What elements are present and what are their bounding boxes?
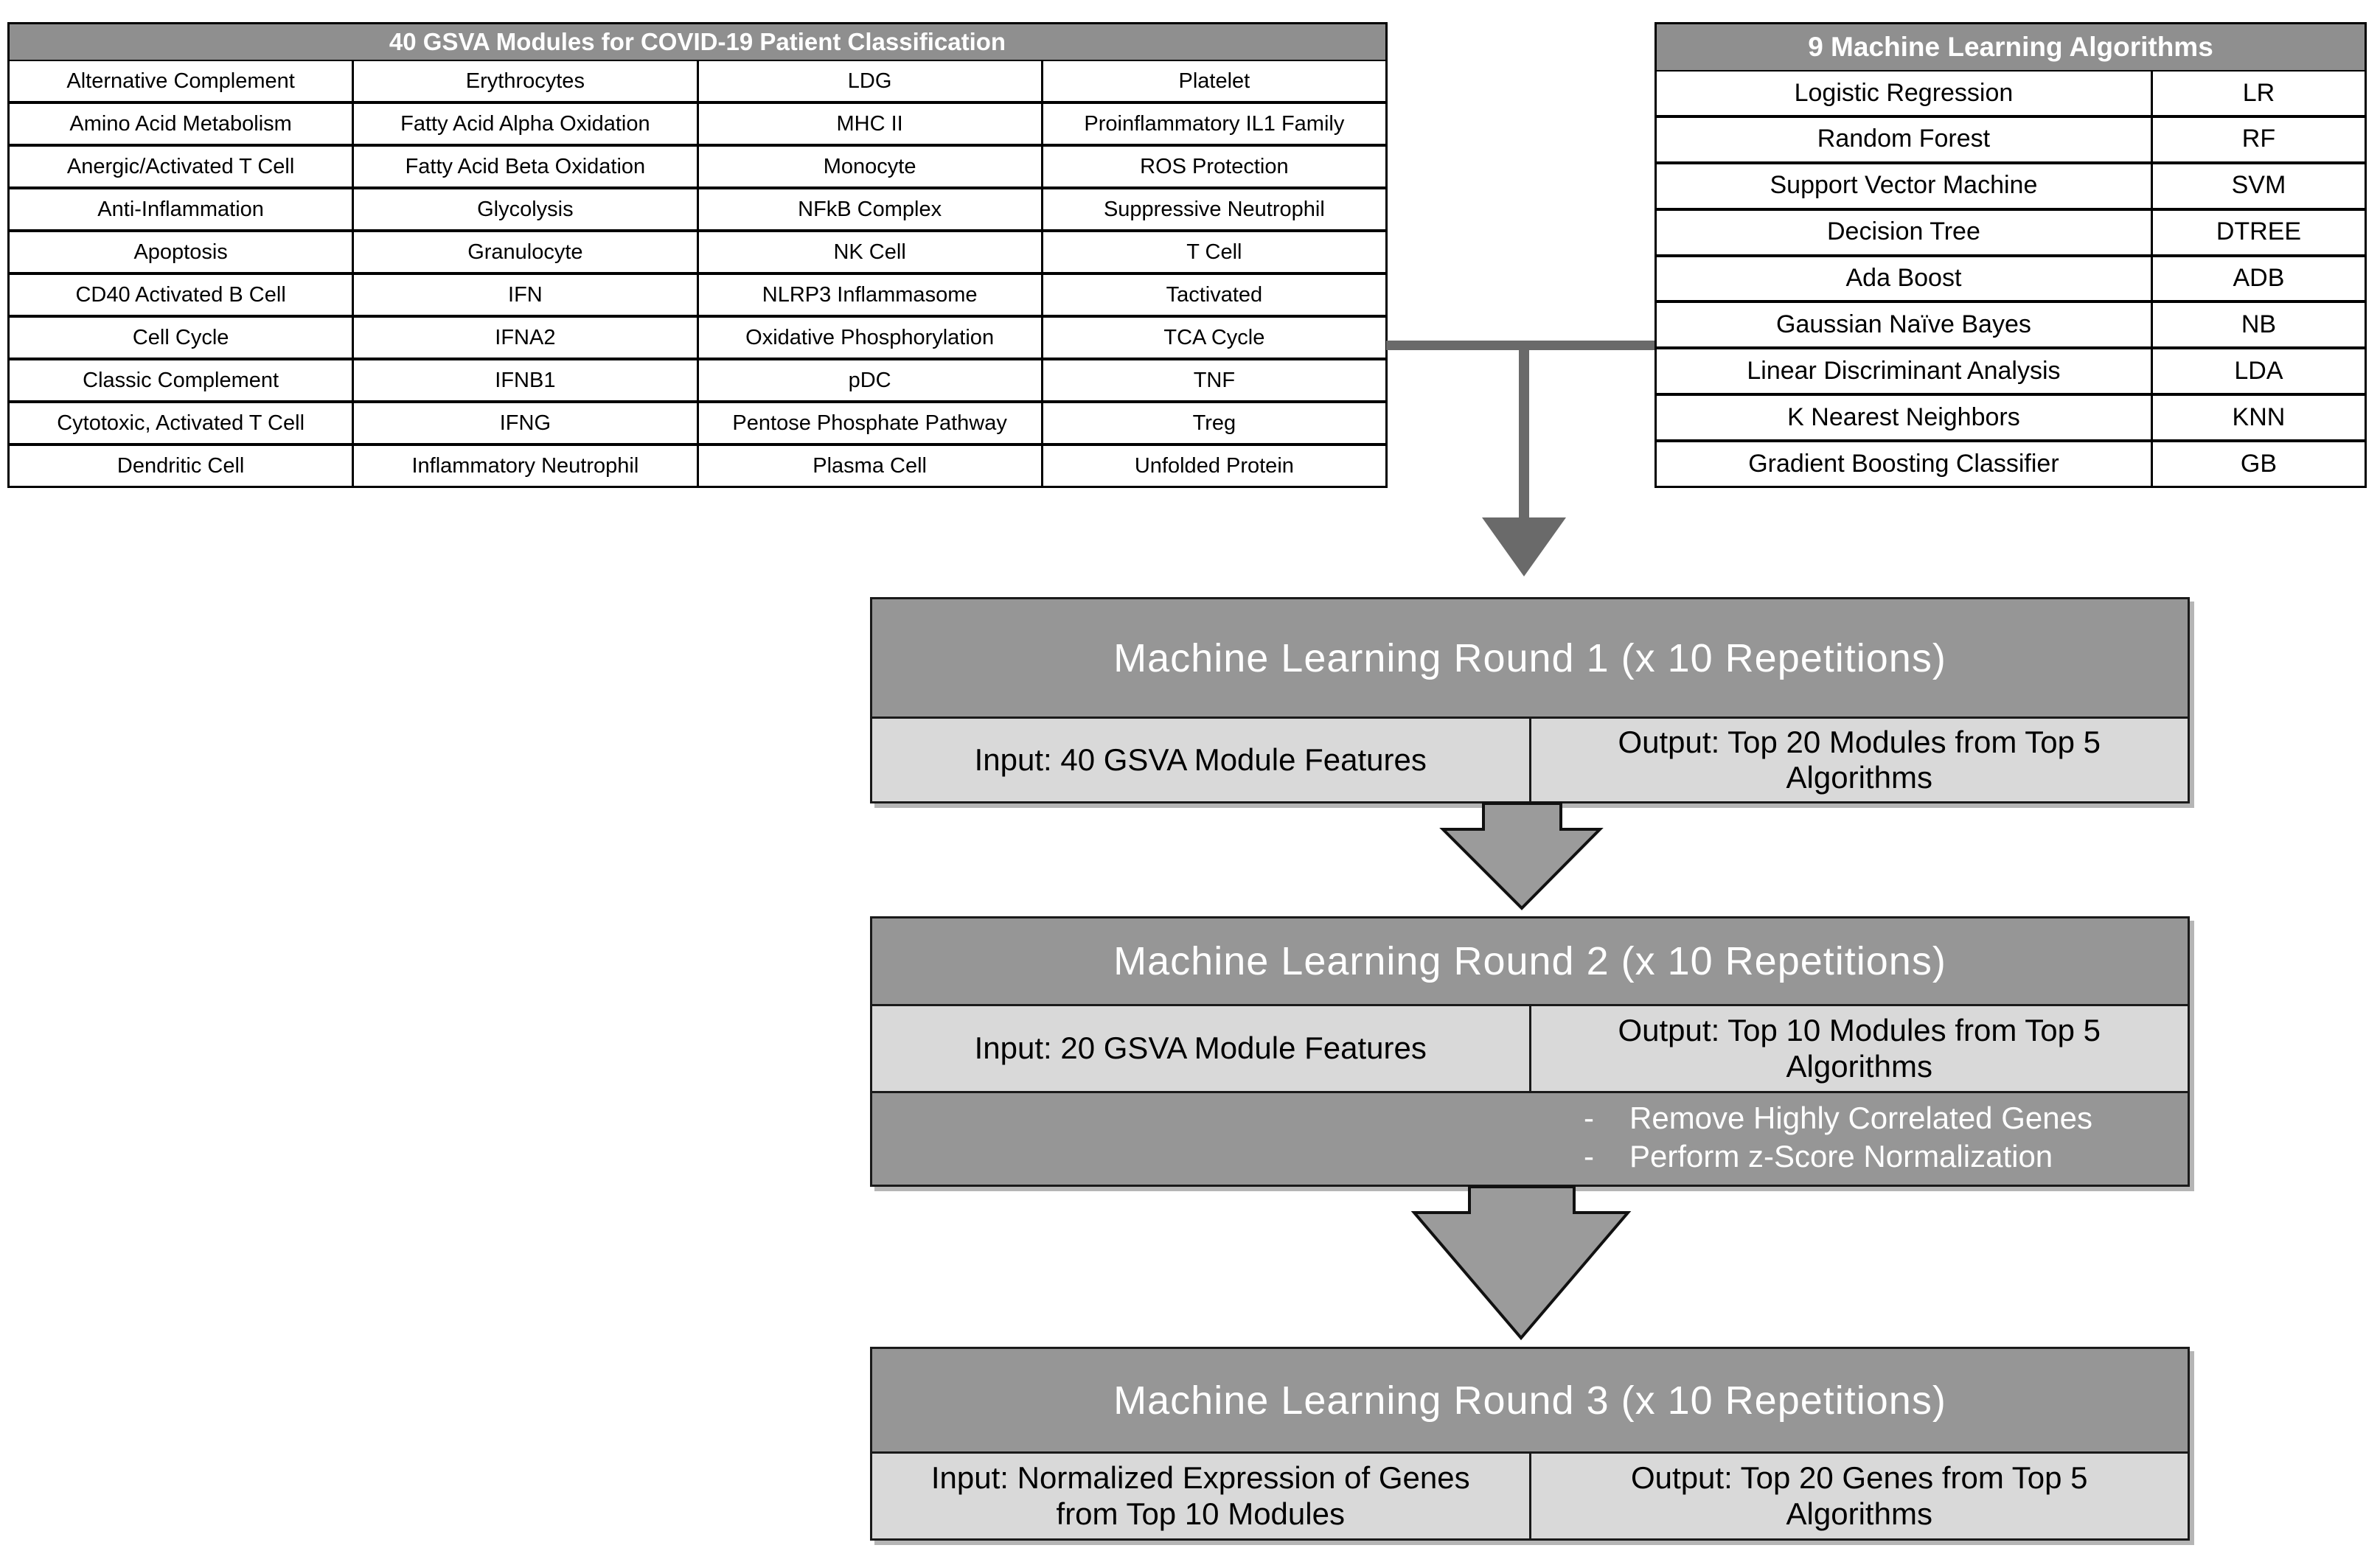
ml-round-1-output-cell: Output: Top 20 Modules from Top 5 Algori… [1531, 719, 2188, 801]
ml-round-3-box: Machine Learning Round 3 (x 10 Repetitio… [870, 1347, 2190, 1541]
gsva-module-cell: Tactivated [1043, 275, 1385, 315]
gsva-module-cell: Cytotoxic, Activated T Cell [10, 403, 352, 443]
ml-round-2-notes: - Remove Highly Correlated Genes - Perfo… [872, 1091, 2188, 1185]
ml-round-1-output-text: Output: Top 20 Modules from Top 5 Algori… [1618, 724, 2101, 795]
gsva-module-cell: Platelet [1043, 61, 1385, 101]
gsva-module-cell: Inflammatory Neutrophil [354, 446, 697, 486]
gsva-module-cell: IFNA2 [354, 318, 697, 358]
ml-round-1-title: Machine Learning Round 1 (x 10 Repetitio… [1113, 635, 1946, 680]
note-text: Remove Highly Correlated Genes [1629, 1101, 2092, 1135]
ml-round-1-input-cell: Input: 40 GSVA Module Features [872, 719, 1531, 801]
gsva-module-cell: IFNG [354, 403, 697, 443]
ml-table-title: 9 Machine Learning Algorithms [1657, 24, 2365, 72]
ml-round-3-output-cell: Output: Top 20 Genes from Top 5 Algorith… [1531, 1454, 2188, 1538]
gsva-module-cell: CD40 Activated B Cell [10, 275, 352, 315]
gsva-module-cell: NFkB Complex [698, 189, 1041, 229]
gsva-module-cell: TNF [1043, 360, 1385, 400]
gsva-module-cell: TCA Cycle [1043, 318, 1385, 358]
gsva-table-title: 40 GSVA Modules for COVID-19 Patient Cla… [10, 24, 1385, 61]
gsva-module-cell: Alternative Complement [10, 61, 352, 101]
bullet-dash: - [1584, 1139, 1594, 1174]
ml-algorithm-abbr-cell: SVM [2152, 164, 2365, 208]
ml-algorithm-abbr-cell: NB [2152, 303, 2365, 347]
ml-round-2-box: Machine Learning Round 2 (x 10 Repetitio… [870, 916, 2190, 1187]
gsva-module-cell: Glycolysis [354, 189, 697, 229]
gsva-module-cell: IFNB1 [354, 360, 697, 400]
ml-algorithm-name-cell: Linear Discriminant Analysis [1657, 349, 2151, 394]
ml-round-3-header: Machine Learning Round 3 (x 10 Repetitio… [872, 1349, 2188, 1454]
gsva-module-cell: Monocyte [698, 147, 1041, 186]
gsva-module-cell: Anti-Inflammation [10, 189, 352, 229]
ml-algorithm-name-cell: K Nearest Neighbors [1657, 396, 2151, 440]
ml-algorithms-table: 9 Machine Learning Algorithms Logistic R… [1654, 22, 2367, 488]
ml-round-2-title: Machine Learning Round 2 (x 10 Repetitio… [1113, 939, 1946, 983]
ml-round-1-input-text: Input: 40 GSVA Module Features [974, 742, 1427, 777]
gsva-module-cell: Proinflammatory IL1 Family [1043, 104, 1385, 144]
gsva-module-cell: Classic Complement [10, 360, 352, 400]
ml-round-2-input-text: Input: 20 GSVA Module Features [974, 1031, 1427, 1066]
ml-round-3-input-text: Input: Normalized Expression of Genes fr… [930, 1460, 1470, 1531]
ml-algorithm-abbr-cell: ADB [2152, 257, 2365, 301]
gsva-module-cell: ROS Protection [1043, 147, 1385, 186]
gsva-module-cell: LDG [698, 61, 1041, 101]
ml-round-1-cells: Input: 40 GSVA Module Features Output: T… [872, 719, 2188, 801]
gsva-module-cell: Fatty Acid Alpha Oxidation [354, 104, 697, 144]
ml-algorithm-abbr-cell: DTREE [2152, 210, 2365, 254]
note-zscore-normalization: - Perform z-Score Normalization [1584, 1139, 2188, 1174]
ml-round-2-cells: Input: 20 GSVA Module Features Output: T… [872, 1006, 2188, 1091]
ml-round-3-cells: Input: Normalized Expression of Genes fr… [872, 1454, 2188, 1538]
ml-algorithm-name-cell: Decision Tree [1657, 210, 2151, 254]
gsva-module-cell: MHC II [698, 104, 1041, 144]
gsva-module-cell: Amino Acid Metabolism [10, 104, 352, 144]
ml-algorithm-name-cell: Logistic Regression [1657, 72, 2151, 115]
ml-round-3-output-text: Output: Top 20 Genes from Top 5 Algorith… [1631, 1460, 2088, 1531]
ml-algorithm-abbr-cell: RF [2152, 117, 2365, 161]
note-remove-correlated-genes: - Remove Highly Correlated Genes [1584, 1101, 2188, 1136]
gsva-module-cell: Plasma Cell [698, 446, 1041, 486]
ml-algorithm-name-cell: Support Vector Machine [1657, 164, 2151, 208]
gsva-module-cell: Fatty Acid Beta Oxidation [354, 147, 697, 186]
gsva-module-cell: NLRP3 Inflammasome [698, 275, 1041, 315]
ml-round-2-header: Machine Learning Round 2 (x 10 Repetitio… [872, 918, 2188, 1006]
gsva-module-cell: Dendritic Cell [10, 446, 352, 486]
bullet-dash: - [1584, 1101, 1594, 1135]
gsva-module-cell: Erythrocytes [354, 61, 697, 101]
gsva-module-cell: Pentose Phosphate Pathway [698, 403, 1041, 443]
ml-round-2-output-text: Output: Top 10 Modules from Top 5 Algori… [1618, 1013, 2101, 1084]
gsva-module-cell: Suppressive Neutrophil [1043, 189, 1385, 229]
note-text: Perform z-Score Normalization [1629, 1139, 2053, 1174]
ml-round-2-output-cell: Output: Top 10 Modules from Top 5 Algori… [1531, 1006, 2188, 1091]
gsva-module-cell: T Cell [1043, 232, 1385, 272]
ml-algorithm-name-cell: Gradient Boosting Classifier [1657, 442, 2151, 486]
ml-round-2-input-cell: Input: 20 GSVA Module Features [872, 1006, 1531, 1091]
gsva-module-cell: Oxidative Phosphorylation [698, 318, 1041, 358]
ml-round-1-box: Machine Learning Round 1 (x 10 Repetitio… [870, 597, 2190, 803]
gsva-module-cell: Apoptosis [10, 232, 352, 272]
ml-algorithm-name-cell: Ada Boost [1657, 257, 2151, 301]
gsva-modules-table: 40 GSVA Modules for COVID-19 Patient Cla… [7, 22, 1388, 488]
gsva-module-cell: IFN [354, 275, 697, 315]
gsva-module-cell: Cell Cycle [10, 318, 352, 358]
ml-round-1-header: Machine Learning Round 1 (x 10 Repetitio… [872, 599, 2188, 719]
ml-algorithm-abbr-cell: KNN [2152, 396, 2365, 440]
ml-algorithm-name-cell: Gaussian Naïve Bayes [1657, 303, 2151, 347]
ml-round-3-input-cell: Input: Normalized Expression of Genes fr… [872, 1454, 1531, 1538]
gsva-module-cell: Treg [1043, 403, 1385, 443]
ml-algorithm-abbr-cell: GB [2152, 442, 2365, 486]
gsva-module-cell: pDC [698, 360, 1041, 400]
ml-algorithm-name-cell: Random Forest [1657, 117, 2151, 161]
gsva-module-cell: Anergic/Activated T Cell [10, 147, 352, 186]
gsva-module-cell: NK Cell [698, 232, 1041, 272]
gsva-module-cell: Unfolded Protein [1043, 446, 1385, 486]
ml-algorithm-abbr-cell: LDA [2152, 349, 2365, 394]
ml-algorithm-abbr-cell: LR [2152, 72, 2365, 115]
ml-round-3-title: Machine Learning Round 3 (x 10 Repetitio… [1113, 1378, 1946, 1423]
gsva-module-cell: Granulocyte [354, 232, 697, 272]
